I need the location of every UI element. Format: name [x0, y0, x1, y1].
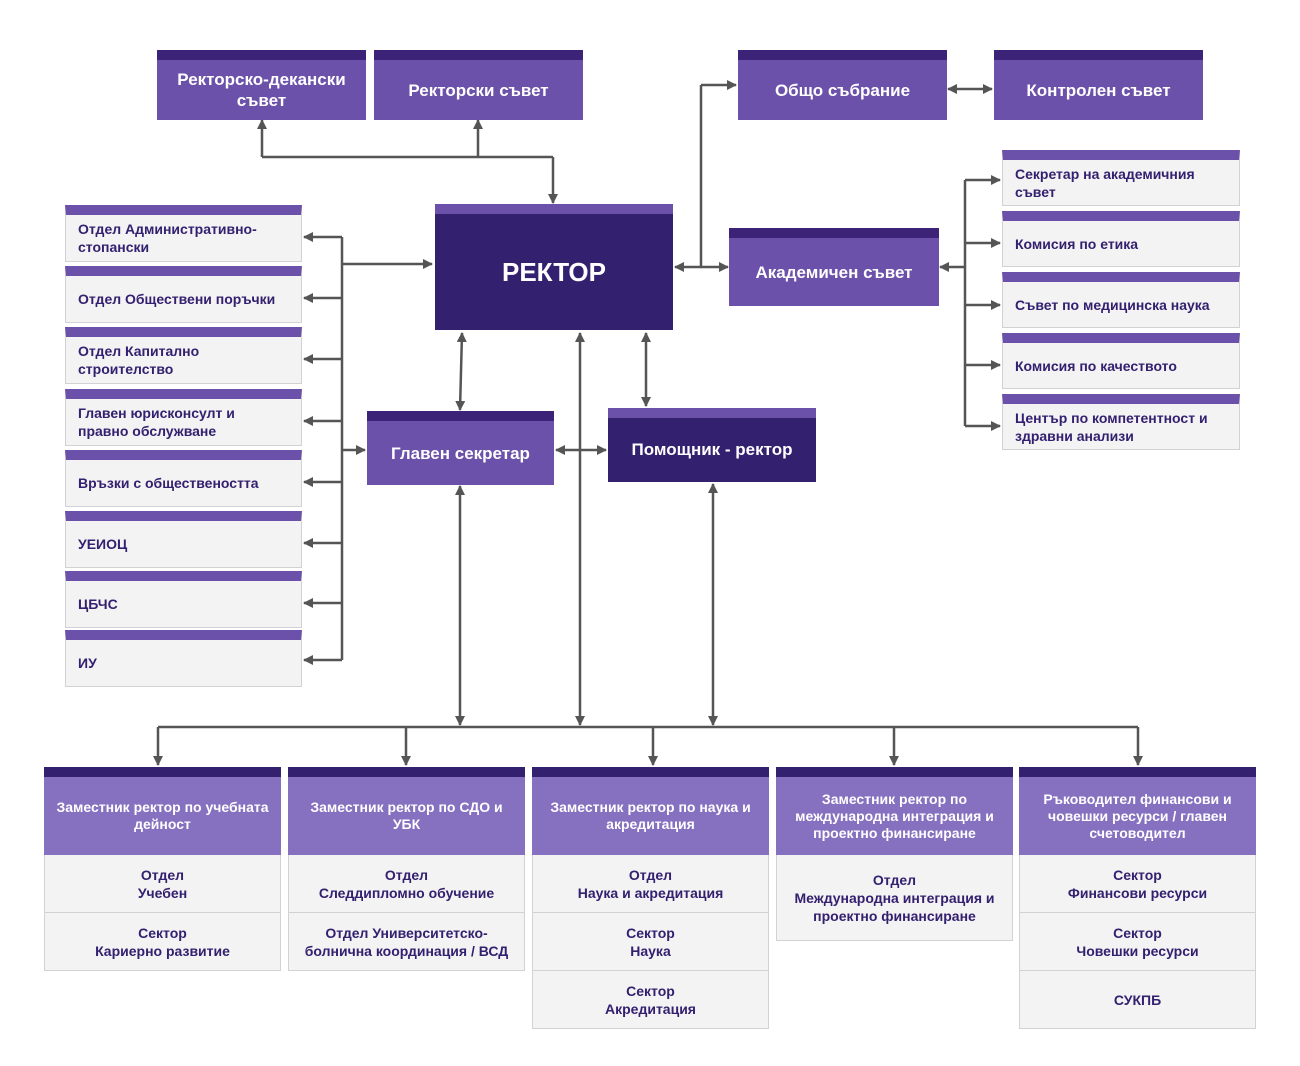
column-cell: Сектор Човешки ресурси — [1019, 913, 1256, 971]
rector-dean-council-box: Ректорско-декански съвет — [157, 50, 366, 120]
control-council-label: Контролен съвет — [1026, 80, 1171, 100]
bottom-column-finance: Ръководител финансови и човешки ресурси … — [1019, 767, 1256, 1029]
left-unit-legal: Главен юрисконсулт и правно обслужване — [65, 389, 302, 446]
column-cell: Отдел Университетско-болнична координаци… — [288, 913, 525, 971]
column-cell: Отдел Наука и акредитация — [532, 855, 769, 913]
right-unit-medical-science-council: Съвет по медицинска наука — [1002, 272, 1240, 328]
right-unit-label: Секретар на академичния съвет — [1015, 165, 1195, 200]
column-head: Заместник ректор по СДО и УБК — [288, 767, 525, 855]
left-unit-administrative: Отдел Административно-стопански — [65, 205, 302, 262]
assistant-rector-label: Помощник - ректор — [631, 440, 793, 459]
left-unit-label: Главен юрисконсулт и правно обслужване — [78, 405, 235, 439]
control-council-box: Контролен съвет — [994, 50, 1203, 120]
column-head: Заместник ректор по наука и акредитация — [532, 767, 769, 855]
column-head: Заместник ректор по международна интегра… — [776, 767, 1013, 855]
chief-secretary-box: Главен секретар — [367, 411, 554, 485]
bottom-column-international: Заместник ректор по международна интегра… — [776, 767, 1013, 941]
left-unit-label: Отдел Капитално строителство — [78, 343, 200, 377]
chief-secretary-label: Главен секретар — [391, 443, 530, 463]
right-unit-competence-center: Център по компетентност и здравни анализ… — [1002, 394, 1240, 450]
left-unit-cbchs: ЦБЧС — [65, 571, 302, 628]
general-assembly-label: Общо събрание — [774, 80, 911, 100]
bottom-column-science: Заместник ректор по наука и акредитация … — [532, 767, 769, 1029]
column-cell: Сектор Кариерно развитие — [44, 913, 281, 971]
column-cell: Отдел Международна интеграция и проектно… — [776, 855, 1013, 941]
left-unit-label: Отдел Обществени поръчки — [78, 291, 276, 307]
general-assembly-box: Общо събрание — [738, 50, 947, 120]
right-unit-academic-secretary: Секретар на академичния съвет — [1002, 150, 1240, 206]
right-unit-label: Център по компетентност и здравни анализ… — [1015, 409, 1208, 444]
left-unit-ueioc: УЕИОЦ — [65, 511, 302, 568]
assistant-rector-box: Помощник - ректор — [608, 408, 816, 482]
rector-dean-council-label: Ректорско-декански съвет — [177, 70, 346, 110]
left-unit-public-relations: Връзки с обществеността — [65, 450, 302, 507]
left-unit-label: ИУ — [78, 655, 97, 671]
right-unit-label: Съвет по медицинска наука — [1015, 296, 1210, 313]
column-head: Ръководител финансови и човешки ресурси … — [1019, 767, 1256, 855]
academic-council-label: Академичен съвет — [755, 262, 913, 282]
column-cell: Сектор Наука — [532, 913, 769, 971]
rector-council-box: Ректорски съвет — [374, 50, 583, 120]
left-unit-capital-construction: Отдел Капитално строителство — [65, 327, 302, 384]
rector-label: РЕКТОР — [502, 257, 606, 287]
left-unit-label: Връзки с обществеността — [78, 475, 259, 491]
rector-box: РЕКТОР — [435, 204, 673, 330]
column-cell: СУКПБ — [1019, 971, 1256, 1029]
right-unit-label: Комисия по етика — [1015, 235, 1139, 252]
column-cell: Сектор Финансови ресурси — [1019, 855, 1256, 913]
right-unit-quality-commission: Комисия по качеството — [1002, 333, 1240, 389]
right-unit-ethics-commission: Комисия по етика — [1002, 211, 1240, 267]
column-cell: Отдел Следдипломно обучение — [288, 855, 525, 913]
bottom-column-education: Заместник ректор по учебната дейност Отд… — [44, 767, 281, 971]
column-head: Заместник ректор по учебната дейност — [44, 767, 281, 855]
rector-council-label: Ректорски съвет — [408, 80, 549, 100]
right-unit-label: Комисия по качеството — [1015, 357, 1177, 374]
left-unit-label: ЦБЧС — [78, 596, 118, 612]
bottom-column-postgraduate: Заместник ректор по СДО и УБК Отдел След… — [288, 767, 525, 971]
left-unit-iu: ИУ — [65, 630, 302, 687]
academic-council-box: Академичен съвет — [729, 228, 939, 306]
left-unit-label: УЕИОЦ — [78, 536, 128, 552]
column-cell: Сектор Акредитация — [532, 971, 769, 1029]
column-cell: Отдел Учебен — [44, 855, 281, 913]
left-unit-public-procurement: Отдел Обществени поръчки — [65, 266, 302, 323]
left-unit-label: Отдел Административно-стопански — [78, 221, 257, 255]
